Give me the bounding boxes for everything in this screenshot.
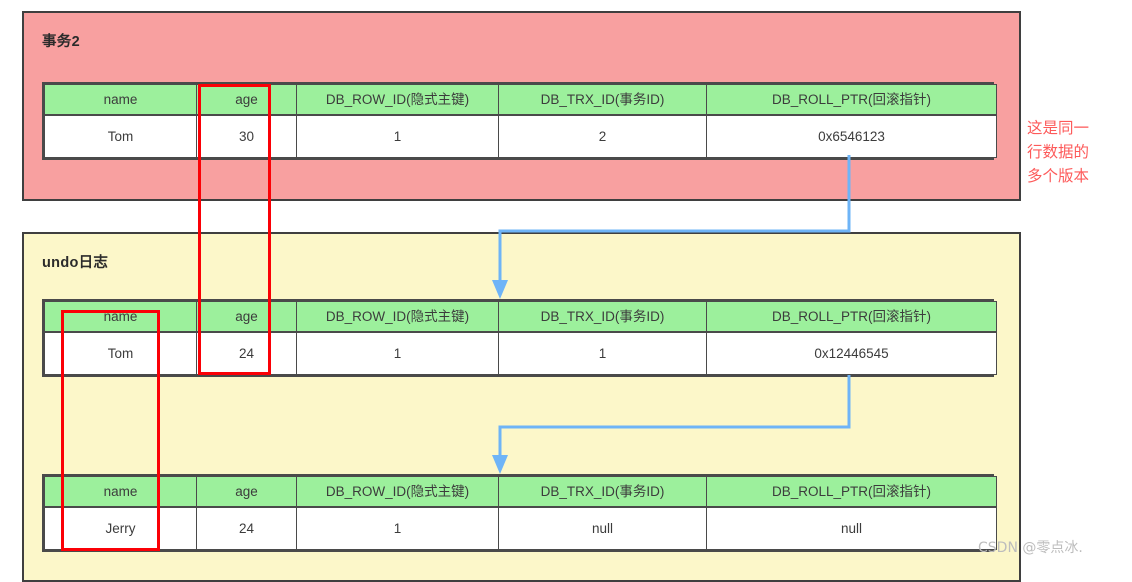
cell-roll-ptr: 0x12446545 [706, 331, 997, 375]
column-header-age: age [196, 301, 297, 333]
cell-row-id: 1 [296, 506, 499, 550]
column-header-name: name [44, 476, 197, 508]
diagram-canvas: 事务2 undo日志 name age DB_ROW_ID(隐式主键) DB_T… [22, 11, 1127, 582]
cell-name: Jerry [44, 506, 197, 550]
column-header-trx-id: DB_TRX_ID(事务ID) [498, 476, 707, 508]
watermark: CSDN @零点冰. [978, 540, 1083, 556]
table-header-row: name age DB_ROW_ID(隐式主键) DB_TRX_ID(事务ID)… [44, 84, 997, 116]
annotation-line-1: 这是同一 [1027, 119, 1090, 137]
cell-age: 30 [196, 114, 297, 158]
version-annotation: 这是同一 行数据的 多个版本 [1027, 116, 1127, 188]
cell-name: Tom [44, 114, 197, 158]
cell-age: 24 [196, 506, 297, 550]
column-header-roll-ptr: DB_ROLL_PTR(回滚指针) [706, 476, 997, 508]
table-header-row: name age DB_ROW_ID(隐式主键) DB_TRX_ID(事务ID)… [44, 301, 997, 333]
column-header-age: age [196, 84, 297, 116]
undo-version-1-table: name age DB_ROW_ID(隐式主键) DB_TRX_ID(事务ID)… [42, 299, 997, 377]
table-row: Jerry 24 1 null null [44, 506, 997, 550]
undo-version-2-table: name age DB_ROW_ID(隐式主键) DB_TRX_ID(事务ID)… [42, 474, 997, 552]
column-header-row-id: DB_ROW_ID(隐式主键) [296, 301, 499, 333]
column-header-roll-ptr: DB_ROLL_PTR(回滚指针) [706, 84, 997, 116]
column-header-row-id: DB_ROW_ID(隐式主键) [296, 84, 499, 116]
cell-trx-id: null [498, 506, 707, 550]
column-header-age: age [196, 476, 297, 508]
undo-log-panel-title: undo日志 [42, 255, 109, 271]
annotation-line-2: 行数据的 [1027, 143, 1090, 161]
column-header-row-id: DB_ROW_ID(隐式主键) [296, 476, 499, 508]
column-header-trx-id: DB_TRX_ID(事务ID) [498, 84, 707, 116]
table-row: Tom 30 1 2 0x6546123 [44, 114, 997, 158]
column-header-name: name [44, 84, 197, 116]
cell-name: Tom [44, 331, 197, 375]
column-header-roll-ptr: DB_ROLL_PTR(回滚指针) [706, 301, 997, 333]
transaction-panel-title: 事务2 [42, 34, 80, 50]
cell-age: 24 [196, 331, 297, 375]
cell-row-id: 1 [296, 331, 499, 375]
column-header-trx-id: DB_TRX_ID(事务ID) [498, 301, 707, 333]
cell-row-id: 1 [296, 114, 499, 158]
table-header-row: name age DB_ROW_ID(隐式主键) DB_TRX_ID(事务ID)… [44, 476, 997, 508]
current-row-table: name age DB_ROW_ID(隐式主键) DB_TRX_ID(事务ID)… [42, 82, 997, 160]
cell-trx-id: 1 [498, 331, 707, 375]
cell-trx-id: 2 [498, 114, 707, 158]
column-header-name: name [44, 301, 197, 333]
annotation-line-3: 多个版本 [1027, 167, 1090, 185]
cell-roll-ptr: null [706, 506, 997, 550]
table-row: Tom 24 1 1 0x12446545 [44, 331, 997, 375]
cell-roll-ptr: 0x6546123 [706, 114, 997, 158]
